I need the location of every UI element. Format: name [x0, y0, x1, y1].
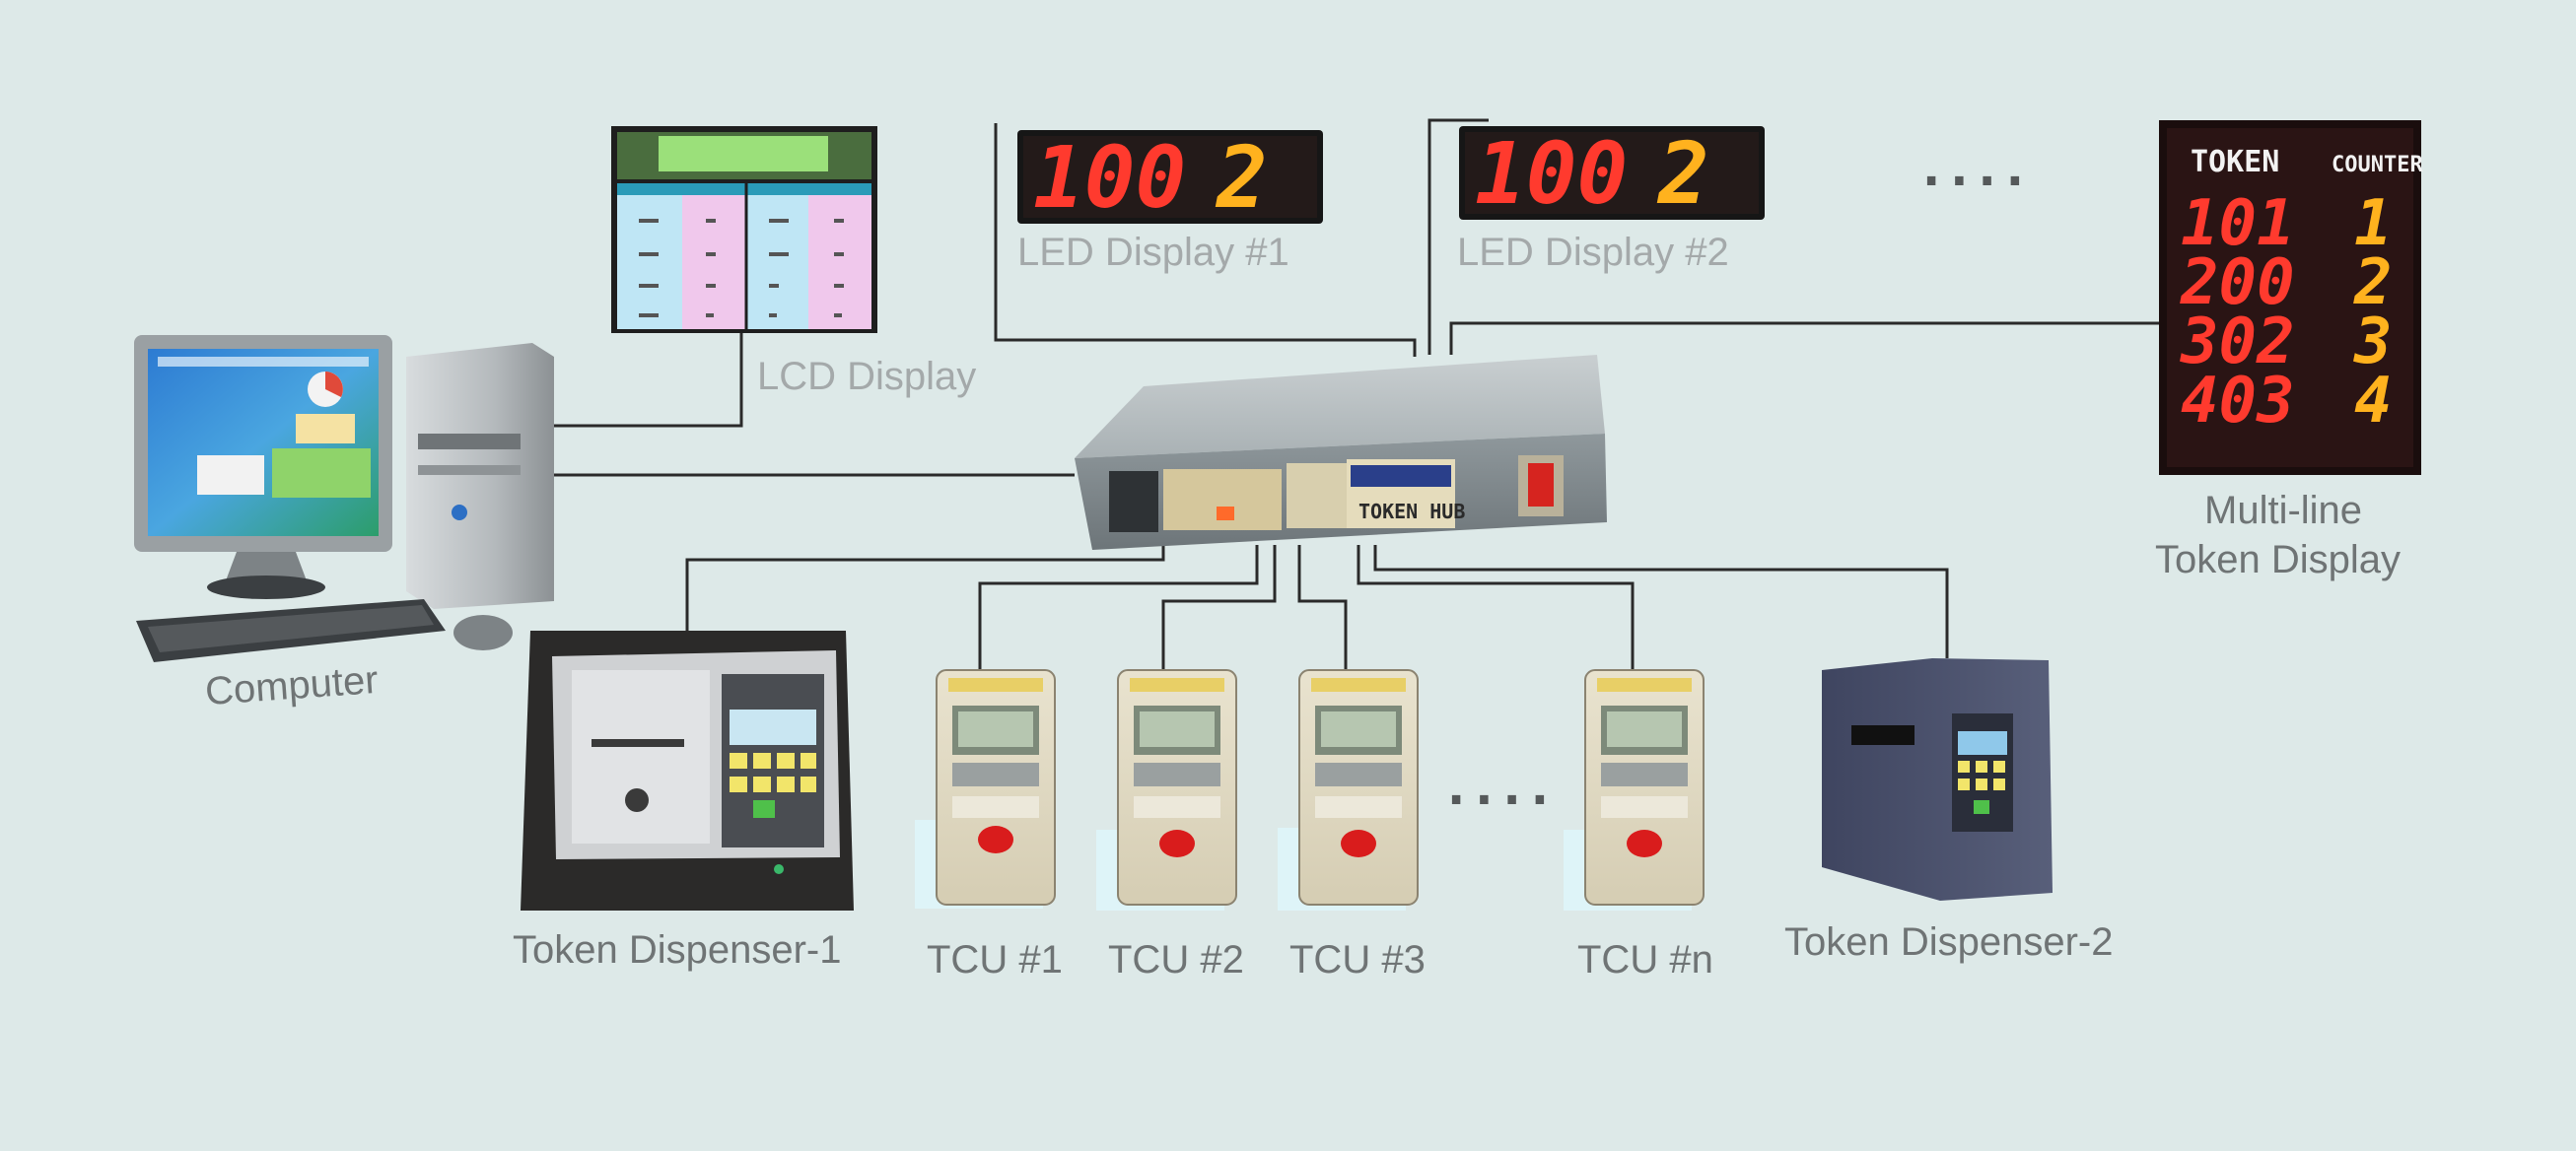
- line-tcun-to-hub: [1357, 545, 1635, 675]
- label-lcd-display: LCD Display: [757, 355, 977, 398]
- tcu-1-device: [915, 669, 1056, 909]
- line-led1-to-hub: [994, 123, 1417, 357]
- line-multiline-to-hub: [1449, 321, 2159, 355]
- line-dispenser1-to-hub: [685, 545, 1165, 633]
- line-tcu1-to-hub: [978, 545, 1259, 675]
- label-led-display-1: LED Display #1: [1017, 231, 1289, 274]
- lcd-display-device: [611, 126, 877, 333]
- label-token-dispenser-1: Token Dispenser-1: [513, 928, 842, 972]
- token-hub-device: TOKEN HUB: [1075, 355, 1607, 550]
- led-display-2-device: 100 2: [1459, 125, 1765, 224]
- line-led2-to-hub: [1427, 118, 1489, 355]
- led-display-2-counter: 2: [1656, 125, 1709, 224]
- ellipsis-led-displays: ....: [1922, 142, 2034, 197]
- line-dispenser2-to-hub: [1373, 545, 1949, 658]
- token-hub-label: TOKEN HUB: [1358, 500, 1465, 523]
- tcu-3-device: [1278, 669, 1419, 911]
- tcu-2-device: [1096, 669, 1237, 911]
- line-lcd-to-computer: [518, 332, 743, 428]
- led-display-1-counter: 2: [1215, 129, 1268, 228]
- label-multiline-line-2: Token Display: [2155, 538, 2402, 581]
- token-dispenser-2-device: [1822, 658, 2053, 901]
- label-multiline-line-1: Multi-line: [2204, 489, 2363, 532]
- multiline-row-1-counter: 1: [2354, 187, 2393, 260]
- multiline-token-display-device: TOKEN COUNTER 101 1 200 2 302 3 403 4: [2159, 120, 2423, 475]
- line-tcu2-to-hub: [1161, 545, 1277, 675]
- label-led-display-2: LED Display #2: [1457, 231, 1729, 274]
- label-token-dispenser-2: Token Dispenser-2: [1784, 920, 2114, 964]
- multiline-row-3-token: 302: [2180, 305, 2295, 378]
- multiline-row-2-counter: 2: [2353, 246, 2393, 319]
- tcu-n-device: [1564, 669, 1705, 911]
- multiline-row-4-token: 403: [2181, 365, 2295, 438]
- multiline-row-2-token: 200: [2180, 246, 2295, 319]
- token-dispenser-1-device: [521, 631, 854, 911]
- multiline-header-token: TOKEN: [2191, 145, 2279, 179]
- label-tcu-2: TCU #2: [1108, 938, 1244, 982]
- led-display-1-token: 100: [1033, 129, 1186, 228]
- led-display-1-device: 100 2: [1017, 129, 1323, 228]
- connection-lines: [518, 118, 2159, 675]
- led-display-2-token: 100: [1475, 125, 1628, 224]
- label-tcu-n: TCU #n: [1577, 938, 1713, 982]
- line-tcu3-to-hub: [1297, 545, 1348, 675]
- multiline-row-4-counter: 4: [2354, 365, 2393, 438]
- label-tcu-3: TCU #3: [1289, 938, 1426, 982]
- ellipsis-tcus: ....: [1447, 761, 1559, 816]
- multiline-row-1-token: 101: [2181, 187, 2295, 260]
- multiline-header-counter: COUNTER: [2332, 153, 2423, 177]
- label-tcu-1: TCU #1: [927, 938, 1063, 982]
- computer-device: [134, 335, 554, 662]
- multiline-row-3-counter: 3: [2353, 305, 2393, 378]
